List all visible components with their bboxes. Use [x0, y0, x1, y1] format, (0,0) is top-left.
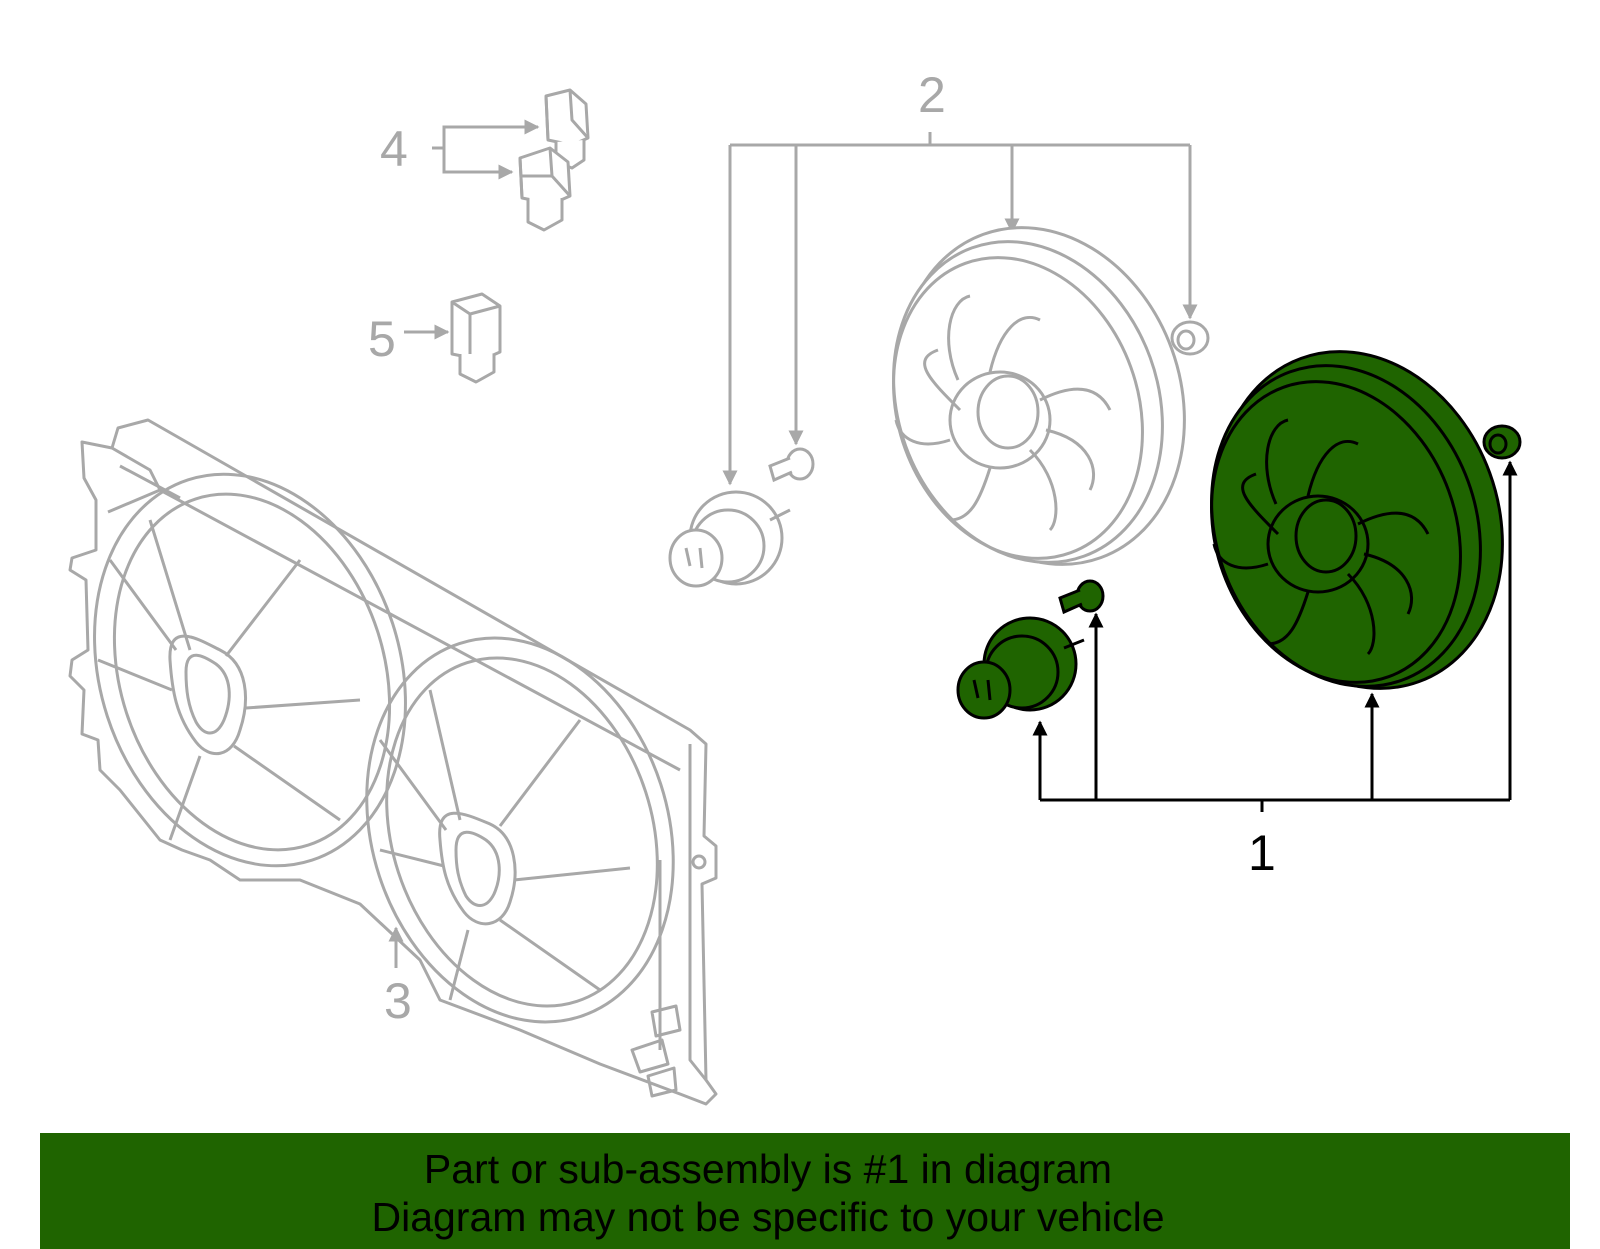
banner-background	[40, 1133, 1570, 1249]
banner-line-disclaimer: Diagram may not be specific to your vehi…	[371, 1194, 1165, 1240]
relay-single	[450, 292, 502, 384]
shroud-right-ring	[365, 636, 675, 1024]
highlight-bolt	[1058, 579, 1105, 615]
relay-upper	[544, 88, 590, 170]
callout-4-label: 4	[380, 121, 408, 177]
banner-line-part-notice: Part or sub-assembly is #1 in diagram	[423, 1146, 1113, 1192]
callout-3-label: 3	[384, 973, 412, 1029]
shroud-left-hub-inner	[184, 653, 231, 735]
callout-4-leader-lower	[442, 148, 514, 180]
callout-4-leader-upper	[442, 119, 540, 148]
highlight-motor	[956, 616, 1085, 720]
shroud-right-ring-inner	[385, 656, 659, 1008]
ghost-fan	[892, 226, 1186, 566]
callout-2-leader-tree	[722, 132, 1198, 486]
fan-motor-assembly-part-1[interactable]: 1	[956, 311, 1549, 881]
ghost-bolt	[768, 447, 815, 483]
ghost-nut	[1170, 320, 1210, 356]
shroud-left-spokes	[97, 519, 361, 841]
shroud-inner-edge	[658, 744, 708, 1081]
shroud-outline	[68, 418, 718, 1106]
callout-5-label: 5	[368, 311, 396, 367]
relays-part-4[interactable]: 4	[380, 88, 590, 232]
highlight-fan	[1210, 350, 1504, 690]
shroud-left-hub	[168, 634, 247, 756]
shroud-right-hub	[438, 811, 517, 926]
shroud-left-ring-inner	[112, 492, 392, 852]
callout-1-label: 1	[1248, 825, 1276, 881]
callout-2-label: 2	[918, 67, 946, 123]
relay-part-5[interactable]: 5	[368, 292, 502, 384]
shroud-tabs	[630, 1004, 682, 1098]
components-part-2[interactable]: 2	[668, 67, 1231, 605]
shroud-top-rail	[107, 446, 681, 772]
relay-lower	[518, 146, 572, 232]
ghost-motor	[668, 490, 791, 588]
info-banner: Part or sub-assembly is #1 in diagram Di…	[40, 1133, 1570, 1249]
shroud-right-spokes	[378, 689, 631, 1001]
shroud-right-hub-inner	[454, 830, 501, 907]
shroud-left-ring	[93, 472, 407, 868]
shroud-mount-hole	[691, 854, 707, 870]
highlight-nut	[1482, 424, 1522, 460]
fan-shroud-part-3[interactable]	[46, 418, 722, 1106]
callout-1-leader-tree	[1032, 460, 1518, 812]
